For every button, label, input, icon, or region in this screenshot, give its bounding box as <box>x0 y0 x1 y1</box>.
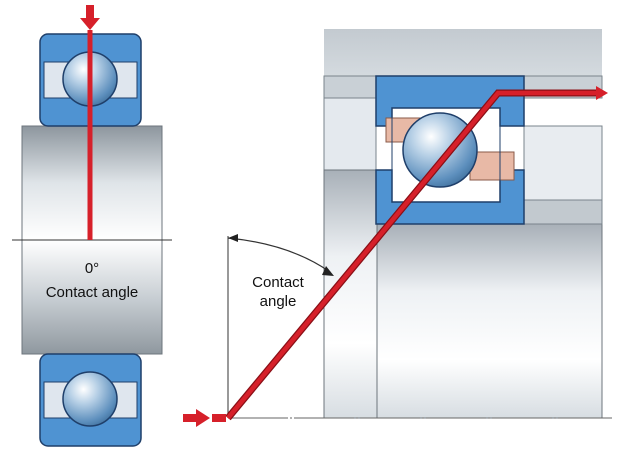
left-bottom-ball <box>62 371 118 427</box>
housing-bore-left <box>323 97 377 171</box>
housing-bore-right <box>523 125 603 201</box>
right-load-path <box>183 86 608 427</box>
housing <box>324 29 602 76</box>
zero-angle-label: 0° <box>84 260 100 277</box>
left-bearing <box>12 5 172 447</box>
right-cage-lower <box>469 151 515 181</box>
right-load-arrow-in-icon <box>183 409 226 427</box>
contact-angle-label-left: Contact angle <box>45 284 139 301</box>
angle-arc-start-arrow-icon <box>228 234 238 242</box>
right-load-arrow-out-icon <box>596 86 608 100</box>
left-load-arrow-icon <box>80 5 100 30</box>
contact-angle-label-right: Contact angle <box>252 274 304 310</box>
angle-arc-arrow-icon <box>322 266 334 276</box>
left-bottom-bearing <box>39 353 142 447</box>
right-bearing <box>228 29 612 419</box>
contact-angle-arc <box>227 237 331 273</box>
right-ball <box>402 112 478 188</box>
right-shaft-main <box>376 223 603 419</box>
